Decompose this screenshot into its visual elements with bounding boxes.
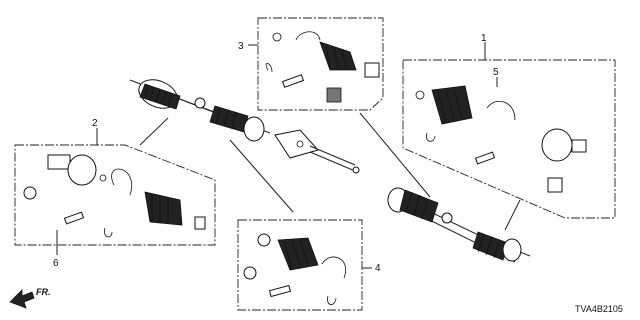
rh-outer-boot <box>472 231 509 261</box>
right-driveshaft-assembly <box>387 187 531 263</box>
rh-inner-boot <box>399 189 439 223</box>
outer-boot <box>139 83 181 110</box>
intermediate-shaft <box>274 129 360 174</box>
box-1: 1 5 <box>402 33 616 219</box>
callout-5[interactable]: 5 <box>493 67 499 78</box>
boot-1 <box>431 85 473 125</box>
left-driveshaft-assembly <box>129 79 271 142</box>
lh-boot <box>144 191 183 226</box>
direction-label: FR. <box>36 287 51 297</box>
box-2: 2 6 <box>14 117 216 269</box>
box-4: 4 <box>237 219 381 311</box>
callout-1[interactable]: 1 <box>481 33 487 44</box>
inner-boot <box>209 105 249 133</box>
outer-joint-1 <box>541 128 587 162</box>
diagram-code: TVA4B2105 <box>575 304 623 314</box>
box-3: 3 <box>238 17 384 111</box>
front-direction-arrow: FR. <box>9 287 51 309</box>
boot-4 <box>277 237 319 271</box>
callout-3[interactable]: 3 <box>238 41 244 52</box>
outer-cv-joint <box>47 154 97 186</box>
callout-4[interactable]: 4 <box>375 263 381 274</box>
callout-2[interactable]: 2 <box>92 118 98 129</box>
callout-6[interactable]: 6 <box>53 258 59 269</box>
